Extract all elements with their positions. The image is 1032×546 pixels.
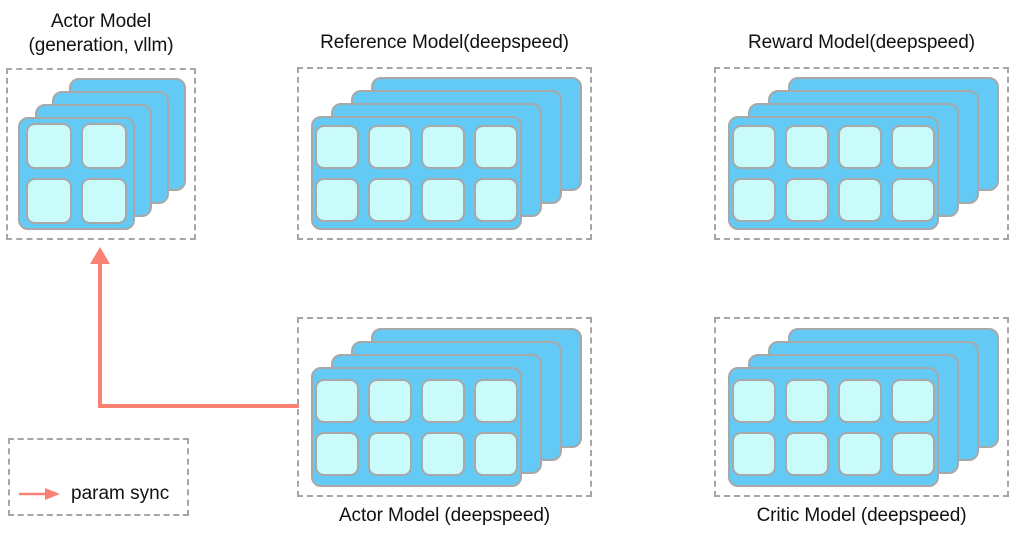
chip — [474, 378, 518, 423]
legend-label: param sync — [71, 483, 170, 504]
chip — [785, 431, 829, 476]
chip — [315, 431, 359, 476]
card-front — [728, 116, 939, 230]
chip — [81, 123, 127, 169]
group-box-reward-model — [714, 67, 1009, 240]
chip — [891, 124, 935, 169]
chip — [838, 177, 882, 222]
legend-row: param sync — [18, 483, 169, 505]
param-sync-connector-horizontal — [98, 404, 299, 408]
chip — [26, 123, 72, 169]
chip — [421, 177, 465, 222]
chip — [26, 178, 72, 224]
chip — [785, 124, 829, 169]
chip — [891, 177, 935, 222]
chip — [368, 431, 412, 476]
chip — [315, 124, 359, 169]
chip — [785, 378, 829, 423]
legend-box — [8, 438, 189, 516]
card-front — [311, 116, 522, 230]
group-box-actor-vllm — [6, 68, 196, 240]
card-front — [18, 117, 135, 230]
chip — [368, 177, 412, 222]
param-sync-arrow-icon — [18, 486, 62, 502]
chip — [785, 177, 829, 222]
group-box-reference-model — [297, 67, 592, 240]
chip — [474, 124, 518, 169]
chip — [891, 378, 935, 423]
card-stack-actor-vllm — [18, 78, 186, 230]
chip — [474, 177, 518, 222]
chip — [474, 431, 518, 476]
caption-actor-vllm: Actor Model (generation, vllm) — [28, 11, 174, 56]
card-stack-actor-deepspeed — [311, 328, 582, 487]
chip — [891, 431, 935, 476]
chip — [421, 378, 465, 423]
chip — [838, 124, 882, 169]
caption-reference-model: Reference Model(deepspeed) — [320, 32, 569, 53]
caption-critic-model: Critic Model (deepspeed) — [756, 505, 967, 526]
chip — [81, 178, 127, 224]
chip — [732, 378, 776, 423]
card-stack-reference-model — [311, 77, 582, 230]
card-front — [728, 367, 939, 487]
card-stack-reward-model — [728, 77, 999, 230]
chip — [368, 378, 412, 423]
chip — [732, 431, 776, 476]
card-stack-critic-model — [728, 328, 999, 487]
param-sync-arrowhead-icon — [90, 247, 110, 264]
chip — [732, 177, 776, 222]
chip — [838, 378, 882, 423]
chip — [315, 378, 359, 423]
caption-actor-deepspeed: Actor Model (deepspeed) — [338, 505, 551, 526]
chip — [838, 431, 882, 476]
caption-reward-model: Reward Model(deepspeed) — [748, 32, 975, 53]
group-box-critic-model — [714, 317, 1009, 497]
chip — [732, 124, 776, 169]
param-sync-connector-vertical — [98, 263, 102, 406]
card-front — [311, 367, 522, 487]
chip — [421, 124, 465, 169]
chip — [368, 124, 412, 169]
chip — [421, 431, 465, 476]
chip — [315, 177, 359, 222]
